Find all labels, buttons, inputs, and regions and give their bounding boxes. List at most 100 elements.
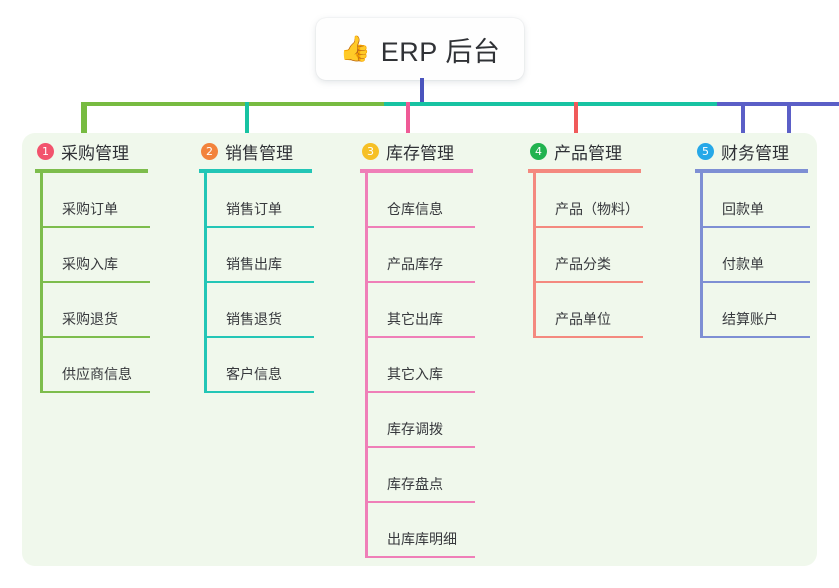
- leaf-item[interactable]: 供应商信息: [40, 338, 150, 393]
- leaf-item[interactable]: 销售出库: [204, 228, 314, 283]
- leaf-item[interactable]: 仓库信息: [365, 173, 475, 228]
- leaf-item[interactable]: 产品分类: [533, 228, 643, 283]
- column-header-2[interactable]: 2 销售管理: [196, 133, 361, 169]
- leaf-item-rule: [365, 556, 475, 558]
- column-header-4[interactable]: 4 产品管理: [525, 133, 690, 169]
- column-stub-3: [406, 102, 410, 148]
- leaf-item-rule: [40, 281, 150, 283]
- leaf-item-rule: [365, 226, 475, 228]
- bus-segment-blue: [717, 102, 839, 106]
- column-spine: [365, 173, 368, 558]
- leaf-item-label: 采购入库: [62, 256, 118, 272]
- column-badge-4: 4: [530, 142, 547, 160]
- column-badge-3: 3: [362, 142, 379, 160]
- leaf-item[interactable]: 采购订单: [40, 173, 150, 228]
- leaf-item-rule: [204, 226, 314, 228]
- leaf-item[interactable]: 产品单位: [533, 283, 643, 338]
- column-header-rule: [528, 169, 641, 173]
- leaf-item[interactable]: 库存调拨: [365, 393, 475, 448]
- leaf-item-rule: [700, 226, 810, 228]
- leaf-item-label: 产品库存: [387, 256, 443, 272]
- column-header-5[interactable]: 5 财务管理: [692, 133, 839, 169]
- leaf-item[interactable]: 销售订单: [204, 173, 314, 228]
- column-header-rule: [360, 169, 473, 173]
- leaf-item[interactable]: 回款单: [700, 173, 810, 228]
- leaf-item-rule: [533, 226, 643, 228]
- column-header-rule: [199, 169, 312, 173]
- leaf-item-rule: [204, 391, 314, 393]
- leaf-item-label: 产品分类: [555, 256, 611, 272]
- leaf-item-label: 销售订单: [226, 201, 282, 217]
- column-2: 2 销售管理销售订单销售出库销售退货客户信息: [196, 133, 361, 393]
- leaf-item-rule: [365, 501, 475, 503]
- column-badge-2: 2: [201, 142, 218, 160]
- leaf-item-label: 产品单位: [555, 311, 611, 327]
- leaf-item-label: 其它入库: [387, 366, 443, 382]
- leaf-item-label: 销售退货: [226, 311, 282, 327]
- leaf-item-label: 采购退货: [62, 311, 118, 327]
- leaf-item[interactable]: 库存盘点: [365, 448, 475, 503]
- column-header-3[interactable]: 3 库存管理: [357, 133, 522, 169]
- leaf-item-label: 库存盘点: [387, 476, 443, 492]
- leaf-item[interactable]: 销售退货: [204, 283, 314, 338]
- column-5: 5 财务管理回款单付款单结算账户: [692, 133, 839, 338]
- column-title: 财务管理: [721, 143, 789, 163]
- leaf-item-rule: [365, 281, 475, 283]
- leaf-item-label: 库存调拨: [387, 421, 443, 437]
- leaf-item[interactable]: 产品（物料）: [533, 173, 643, 228]
- column-stub-4: [574, 102, 578, 148]
- leaf-item[interactable]: 付款单: [700, 228, 810, 283]
- leaf-item[interactable]: 其它出库: [365, 283, 475, 338]
- bus-segment-teal: [384, 102, 719, 106]
- leaf-item-label: 结算账户: [722, 311, 778, 327]
- column-stub-1: [83, 102, 87, 148]
- column-header-rule: [695, 169, 808, 173]
- leaf-item[interactable]: 采购退货: [40, 283, 150, 338]
- column-badge-1: 1: [37, 142, 54, 160]
- column-3: 3 库存管理仓库信息产品库存其它出库其它入库库存调拨库存盘点出库库明细: [357, 133, 522, 558]
- leaf-item-rule: [204, 281, 314, 283]
- column-title: 销售管理: [225, 143, 293, 163]
- column-spine: [700, 173, 703, 338]
- column-header-rule: [35, 169, 148, 173]
- leaf-item-rule: [700, 281, 810, 283]
- leaf-item-label: 回款单: [722, 201, 764, 217]
- leaf-item-rule: [365, 391, 475, 393]
- leaf-item-label: 采购订单: [62, 201, 118, 217]
- leaf-item[interactable]: 出库库明细: [365, 503, 475, 558]
- column-badge-5: 5: [697, 142, 714, 160]
- leaf-item-rule: [40, 226, 150, 228]
- bus-segment-green: [81, 102, 386, 106]
- leaf-item[interactable]: 其它入库: [365, 338, 475, 393]
- leaf-item-label: 客户信息: [226, 366, 282, 382]
- column-stub-2: [245, 102, 249, 148]
- leaf-item-rule: [40, 336, 150, 338]
- thumbs-up-icon: 👍: [339, 34, 371, 63]
- column-4: 4 产品管理产品（物料） 产品分类产品单位: [525, 133, 690, 338]
- root-node[interactable]: 👍 ERP 后台: [316, 18, 524, 80]
- leaf-item[interactable]: 产品库存: [365, 228, 475, 283]
- column-stub-5: [741, 102, 745, 148]
- leaf-item-rule: [533, 336, 643, 338]
- leaf-item-rule: [204, 336, 314, 338]
- column-title: 产品管理: [554, 143, 622, 163]
- leaf-item-rule: [533, 281, 643, 283]
- column-spine: [40, 173, 43, 393]
- root-trunk-connector: [420, 78, 424, 105]
- column-spine: [204, 173, 207, 393]
- leaf-item-label: 出库库明细: [387, 531, 457, 547]
- leaf-item[interactable]: 客户信息: [204, 338, 314, 393]
- leaf-item[interactable]: 结算账户: [700, 283, 810, 338]
- leaf-item-rule: [700, 336, 810, 338]
- leaf-item-label: 供应商信息: [62, 366, 132, 382]
- leaf-item-label: 其它出库: [387, 311, 443, 327]
- leaf-item[interactable]: 采购入库: [40, 228, 150, 283]
- leaf-item-rule: [365, 446, 475, 448]
- leaf-item-rule: [365, 336, 475, 338]
- leaf-item-label: 销售出库: [226, 256, 282, 272]
- column-title: 库存管理: [386, 143, 454, 163]
- root-node-title: ERP 后台: [380, 36, 501, 67]
